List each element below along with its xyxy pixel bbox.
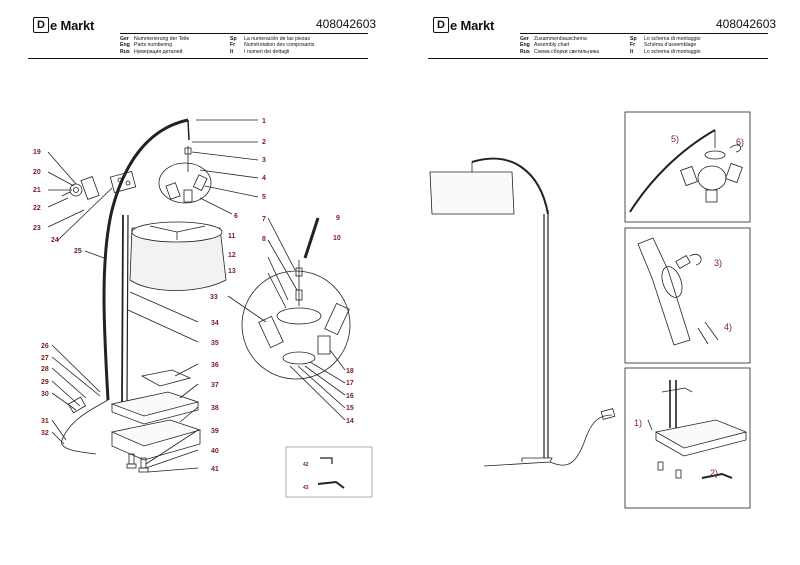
step-label: 6): [736, 137, 744, 147]
part-label: 28: [41, 366, 49, 373]
assembled-shade: [429, 171, 515, 215]
part-label: 8: [262, 236, 266, 243]
base-plate: [110, 391, 200, 417]
part-label: 31: [41, 418, 49, 425]
part-labels: 1 2 3 4 5 6 7 8 9 10 11 12 13 14 15 16 1…: [33, 118, 354, 491]
brand-logo: D e Markt: [433, 17, 494, 33]
part-label: 30: [41, 391, 49, 398]
joint-block: [109, 170, 137, 194]
step-label: 2): [710, 468, 718, 478]
part-label: 24: [51, 237, 59, 244]
part-label: 39: [211, 428, 219, 435]
logo-mark: D: [33, 17, 49, 33]
header-bottom-rule: [28, 58, 368, 59]
article-number: 408042603: [316, 17, 377, 31]
logo-name: e Markt: [50, 17, 95, 33]
part-label: 22: [33, 205, 41, 212]
brand-logo: D e Markt: [33, 17, 94, 33]
part-label: 37: [211, 382, 219, 389]
part-label: 17: [346, 380, 354, 387]
part-label: 12: [228, 252, 236, 259]
logo-name: e Markt: [450, 17, 495, 33]
part-label: 35: [211, 340, 219, 347]
part-label: 18: [346, 368, 354, 375]
part-label: 11: [228, 233, 236, 240]
step-label: 3): [714, 258, 722, 268]
part-label: 15: [346, 405, 354, 412]
part-label: 3: [262, 157, 266, 164]
part-label: 43: [303, 485, 309, 491]
part-label: 20: [33, 169, 41, 176]
step-labels: 1) 2) 3) 4) 5) 6): [634, 134, 744, 478]
part-label: 4: [262, 175, 266, 182]
step-label: 5): [671, 134, 679, 144]
assembled-cord: [549, 414, 613, 466]
part-label: 21: [33, 187, 41, 194]
part-label: 2: [262, 139, 266, 146]
part-label: 23: [33, 225, 41, 232]
part-label: 10: [333, 235, 341, 242]
part-label: 36: [211, 362, 219, 369]
article-number: 408042603: [716, 17, 777, 31]
lamp-pole: [121, 214, 124, 403]
step-panel-3-4: [624, 227, 751, 364]
step-label: 1): [634, 418, 642, 428]
part-label: 34: [211, 320, 219, 327]
lamp-shade: [129, 227, 227, 291]
part-label: 1: [262, 118, 266, 125]
part-label: 42: [303, 462, 309, 468]
part-label: 33: [210, 294, 218, 301]
part-label: 27: [41, 355, 49, 362]
header-rule: [520, 33, 768, 34]
part-label: 25: [74, 248, 82, 255]
part-label: 38: [211, 405, 219, 412]
part-label: 16: [346, 393, 354, 400]
part-label: 40: [211, 448, 219, 455]
part-label: 32: [41, 430, 49, 437]
part-label: 7: [262, 216, 266, 223]
part-label: 13: [228, 268, 236, 275]
tools-box: [285, 446, 373, 498]
assembly-diagram: 1) 2) 3) 4) 5) 6): [429, 111, 751, 509]
parts-diagram: 1 2 3 4 5 6 7 8 9 10 11 12 13 14 15 16 1…: [33, 118, 373, 498]
part-label: 9: [336, 215, 340, 222]
header-bottom-rule: [428, 58, 768, 59]
step-panel-1-2: [624, 367, 751, 509]
part-label: 29: [41, 379, 49, 386]
part-label: 14: [346, 418, 354, 425]
step-label: 4): [724, 322, 732, 332]
base-plate-top: [140, 369, 192, 387]
logo-mark: D: [433, 17, 449, 33]
socket-cluster-large: [241, 270, 351, 380]
lamp-arm: [102, 118, 189, 401]
assembled-base: [483, 457, 553, 467]
part-label: 41: [211, 466, 219, 473]
power-cord: [61, 399, 109, 455]
step-panel-5-6: [624, 111, 751, 223]
part-label: 6: [234, 213, 238, 220]
header-rule: [120, 33, 368, 34]
part-label: 26: [41, 343, 49, 350]
socket-cluster-small: [158, 162, 212, 204]
part-label: 5: [262, 194, 266, 201]
base-weight: [110, 419, 202, 447]
assembled-arm: [471, 157, 549, 215]
part-label: 19: [33, 149, 41, 156]
